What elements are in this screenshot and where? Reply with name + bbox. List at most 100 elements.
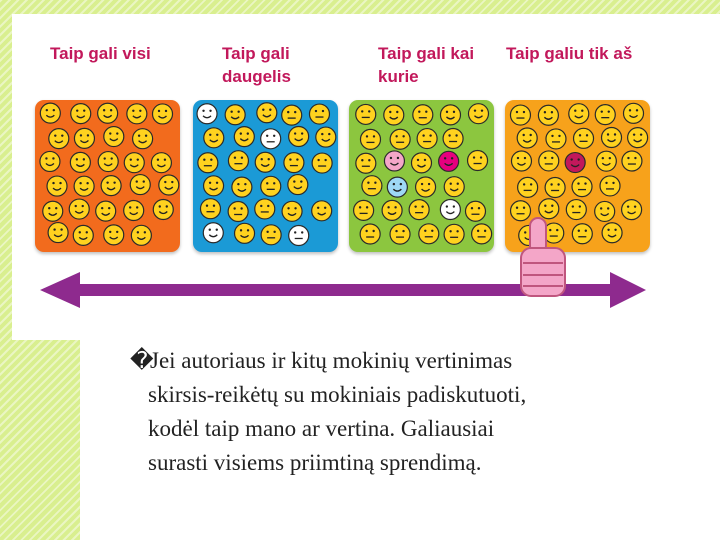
smiley-face-icon bbox=[68, 198, 90, 220]
smiley-face-icon bbox=[571, 223, 593, 245]
smiley-face-icon bbox=[516, 127, 538, 149]
smiley-face-icon bbox=[42, 200, 64, 222]
smiley-face-icon bbox=[595, 150, 617, 172]
smiley-face-icon bbox=[72, 224, 94, 246]
smiley-face-icon bbox=[227, 200, 249, 223]
smiley-face-icon bbox=[601, 222, 623, 244]
bullet-line-3: kodėl taip mano ar vertina. Galiausiai bbox=[148, 416, 495, 441]
smiley-face-icon bbox=[568, 103, 590, 125]
smiley-face-icon bbox=[73, 175, 95, 197]
smiley-face-icon bbox=[510, 150, 533, 172]
smiley-face-icon bbox=[103, 125, 125, 148]
smiley-face-icon bbox=[442, 127, 464, 150]
smiley-face-icon bbox=[594, 104, 616, 126]
smiley-face-icon bbox=[414, 176, 437, 198]
smiley-face-icon bbox=[123, 199, 145, 222]
smiley-face-icon bbox=[389, 128, 411, 150]
smiley-grid bbox=[196, 102, 337, 247]
smiley-face-icon bbox=[202, 222, 224, 244]
smiley-face-icon bbox=[256, 102, 278, 124]
smiley-face-icon bbox=[288, 125, 310, 148]
smiley-face-icon bbox=[353, 199, 375, 221]
smiley-face-icon bbox=[152, 198, 174, 221]
smiley-face-icon bbox=[131, 128, 154, 150]
smiley-face-icon bbox=[123, 152, 145, 174]
column-title-many: Taip gali daugelis bbox=[222, 44, 291, 86]
smiley-face-icon bbox=[509, 200, 532, 222]
smiley-face-icon bbox=[600, 126, 623, 149]
smiley-face-icon bbox=[381, 199, 403, 221]
bullet-line-4: surasti visiems priimtiną sprendimą. bbox=[148, 450, 482, 475]
smiley-face-icon bbox=[359, 128, 382, 151]
smiley-face-icon bbox=[103, 224, 125, 246]
smiley-face-icon bbox=[202, 175, 225, 197]
smiley-face-icon bbox=[412, 104, 434, 126]
smiley-face-icon bbox=[129, 173, 151, 196]
smiley-face-icon bbox=[158, 174, 180, 196]
smiley-face-icon bbox=[359, 223, 381, 245]
smiley-box-some bbox=[349, 100, 494, 252]
smiley-face-icon bbox=[466, 149, 489, 172]
smiley-face-icon bbox=[311, 152, 333, 174]
bullet-line-2: skirsis-reikėtų su mokiniais padiskutuot… bbox=[148, 382, 527, 407]
smiley-face-icon bbox=[39, 102, 61, 124]
smiley-face-icon bbox=[621, 150, 643, 172]
smiley-face-icon bbox=[260, 224, 282, 246]
smiley-face-icon bbox=[538, 198, 560, 220]
smiley-face-icon bbox=[203, 127, 225, 149]
smiley-face-icon bbox=[564, 151, 586, 174]
bullet-paragraph: Jei autoriaus ir kitų mokinių vertinimas… bbox=[130, 344, 690, 480]
smiley-face-icon bbox=[438, 150, 460, 172]
smiley-face-icon bbox=[386, 176, 408, 198]
smiley-face-icon bbox=[233, 126, 255, 148]
smiley-box-all bbox=[35, 100, 180, 252]
smiley-face-icon bbox=[197, 152, 219, 174]
smiley-face-icon bbox=[100, 175, 122, 197]
smiley-face-icon bbox=[418, 223, 440, 245]
smiley-face-icon bbox=[383, 104, 405, 126]
smiley-face-icon bbox=[283, 151, 305, 174]
smiley-face-icon bbox=[538, 150, 560, 172]
smiley-face-icon bbox=[97, 102, 119, 124]
smiley-face-icon bbox=[48, 128, 70, 150]
column-title-some: Taip gali kai kurie bbox=[378, 44, 475, 86]
smiley-face-icon bbox=[509, 104, 532, 126]
column-title-only-me: Taip galiu tik aš bbox=[506, 44, 633, 63]
smiley-face-icon bbox=[439, 198, 461, 221]
smiley-face-icon bbox=[622, 102, 645, 124]
smiley-grid bbox=[39, 102, 180, 246]
smiley-face-icon bbox=[315, 126, 337, 148]
smiley-face-icon bbox=[621, 199, 643, 221]
smiley-face-icon bbox=[70, 103, 92, 125]
column-title-all: Taip gali visi bbox=[50, 44, 151, 63]
smiley-face-icon bbox=[599, 175, 621, 197]
bullet-marker: � bbox=[130, 348, 154, 373]
decorative-top-hatch bbox=[0, 0, 720, 14]
smiley-face-icon bbox=[594, 200, 616, 223]
smiley-face-icon bbox=[260, 175, 282, 197]
smiley-face-icon bbox=[565, 198, 587, 221]
smiley-face-icon bbox=[97, 150, 119, 173]
smiley-grid bbox=[509, 102, 649, 247]
smiley-face-icon bbox=[254, 151, 276, 173]
smiley-face-icon bbox=[383, 150, 406, 172]
smiley-face-icon bbox=[443, 223, 465, 245]
smiley-face-icon bbox=[361, 175, 383, 197]
smiley-face-icon bbox=[46, 175, 68, 197]
smiley-face-icon bbox=[47, 221, 69, 244]
smiley-face-icon bbox=[196, 103, 218, 125]
smiley-face-icon bbox=[39, 150, 61, 173]
smiley-face-icon bbox=[355, 103, 377, 126]
smiley-face-icon bbox=[254, 198, 276, 220]
smiley-face-icon bbox=[517, 176, 539, 198]
smiley-face-icon bbox=[443, 176, 465, 198]
double-arrow-icon bbox=[40, 272, 646, 308]
smiley-face-icon bbox=[389, 223, 411, 245]
thumbs-up-icon bbox=[520, 217, 566, 297]
smiley-face-icon bbox=[150, 152, 173, 174]
smiley-box-many bbox=[193, 100, 338, 252]
smiley-face-icon bbox=[355, 152, 377, 174]
smiley-face-icon bbox=[281, 104, 303, 126]
smiley-face-icon bbox=[410, 152, 433, 174]
smiley-face-icon bbox=[572, 127, 595, 149]
